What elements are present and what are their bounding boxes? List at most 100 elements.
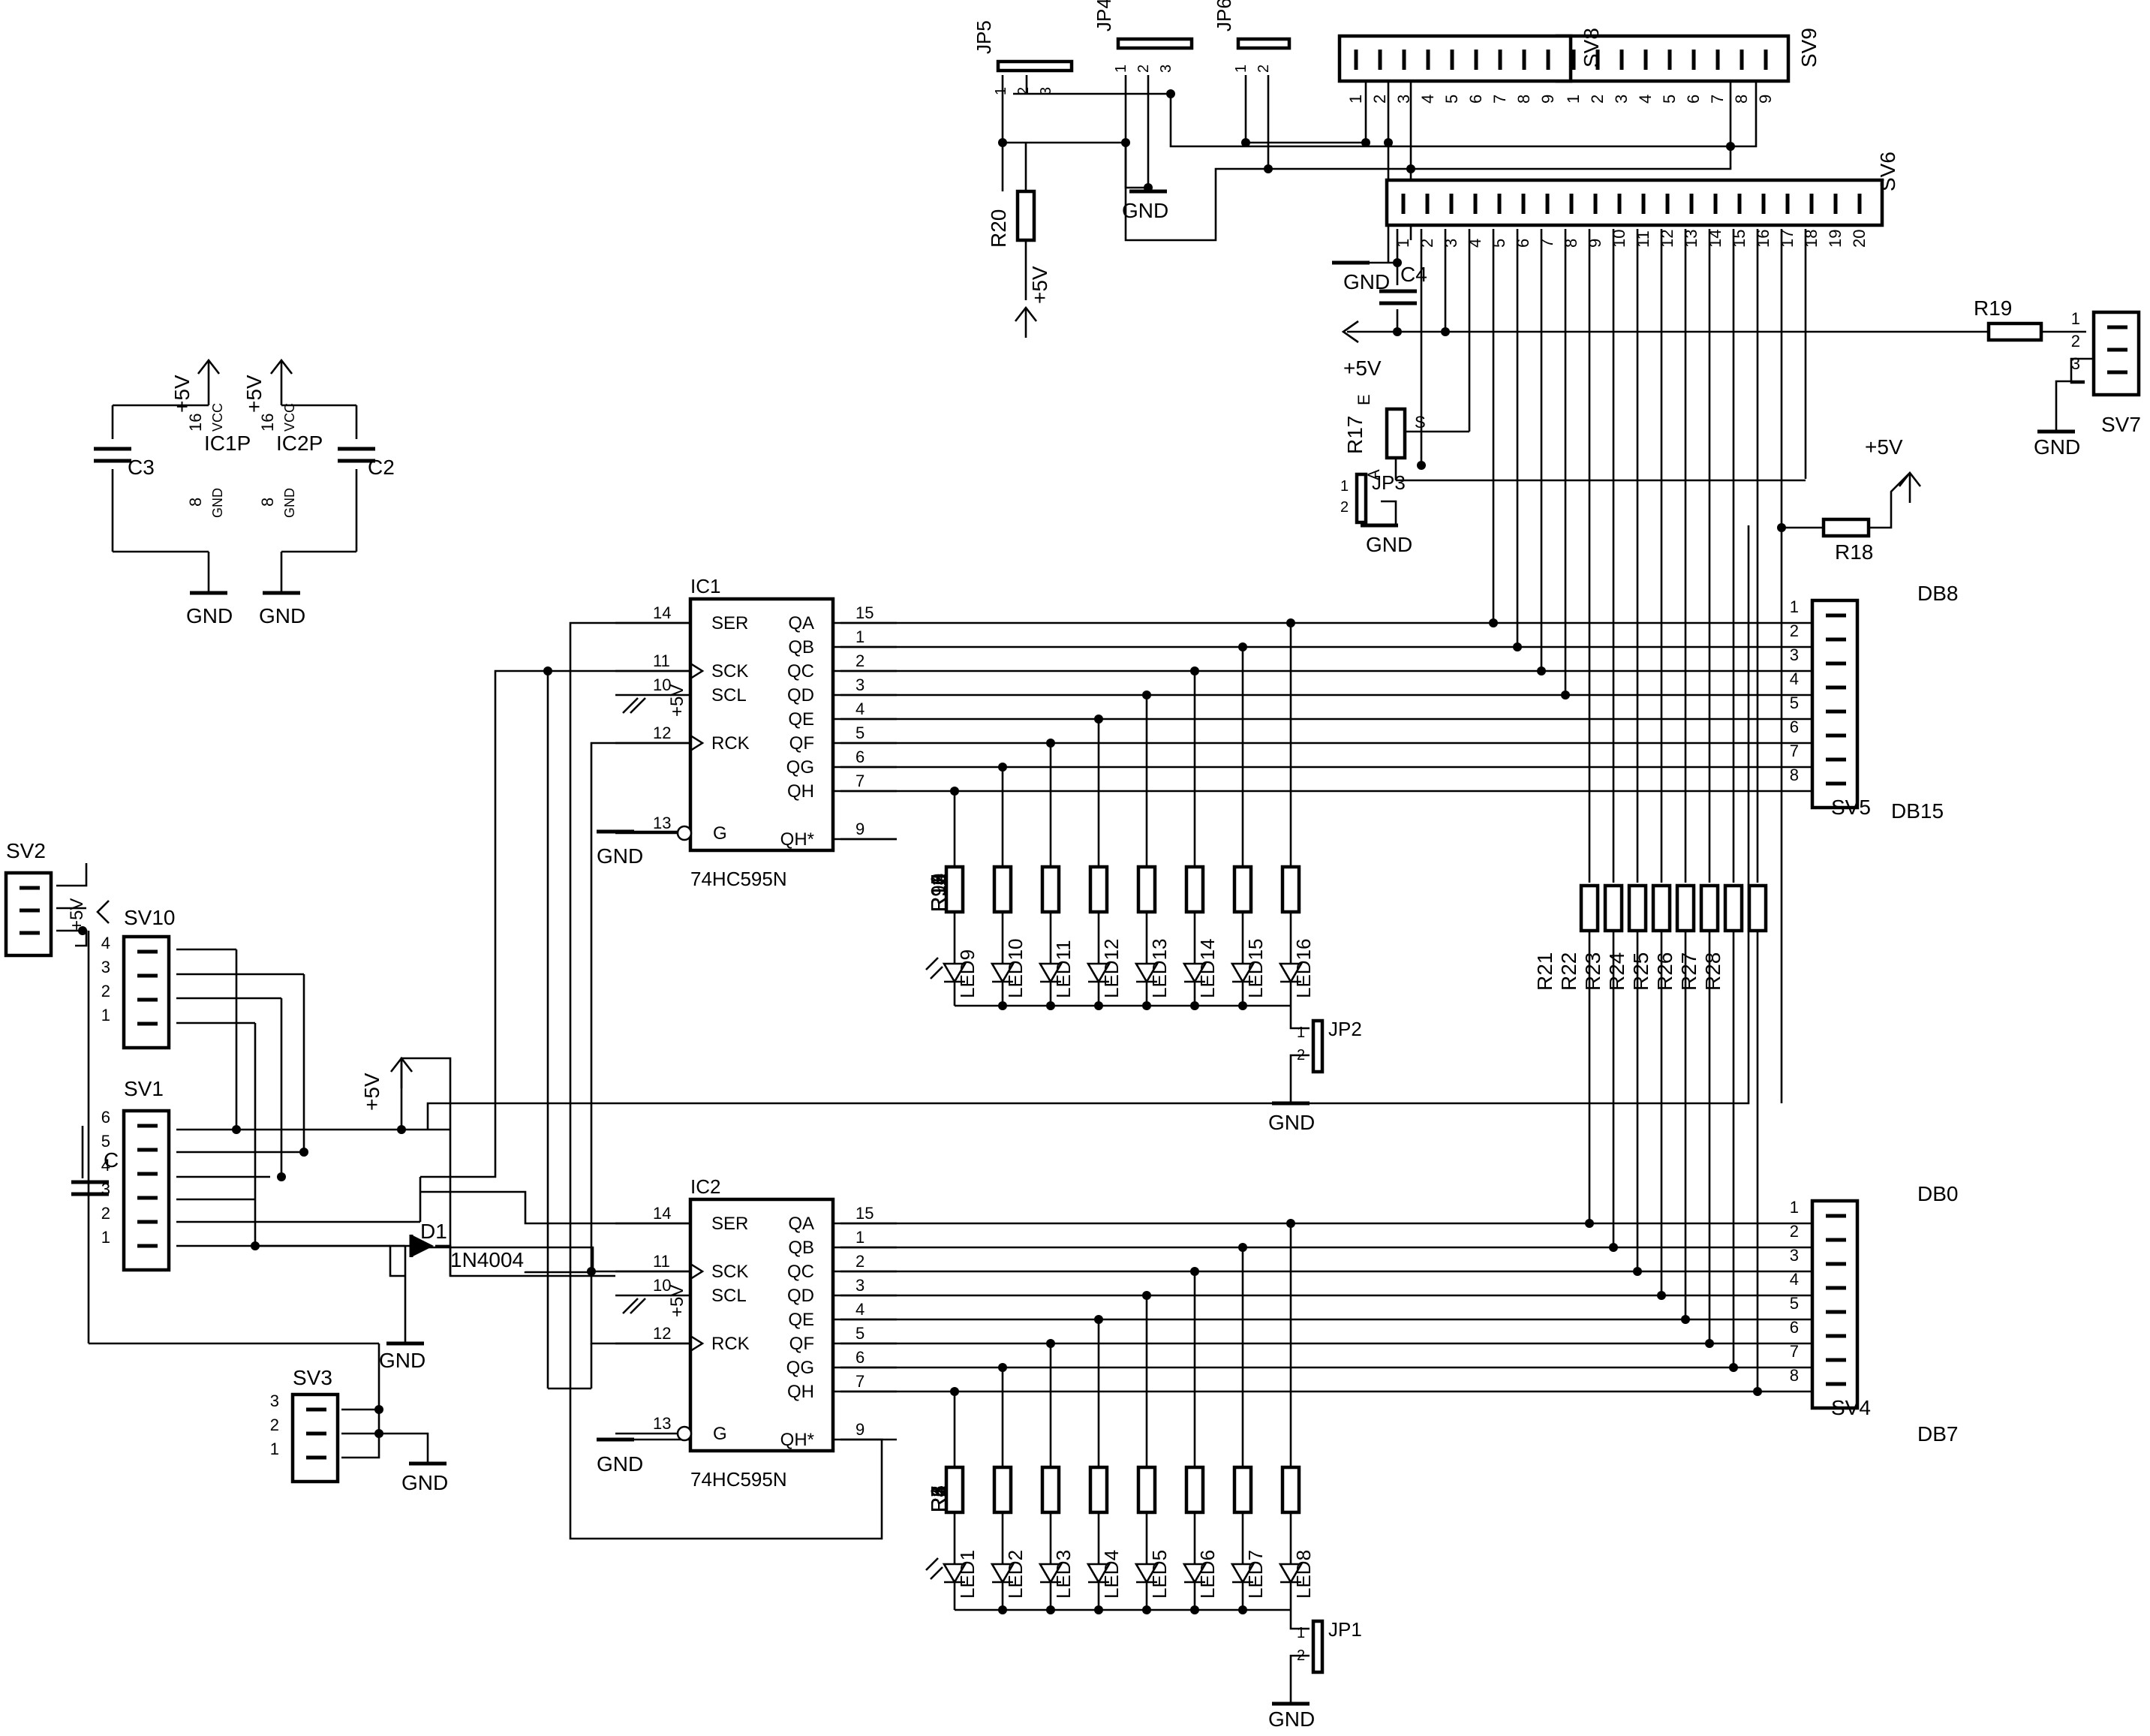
junction-dot	[1094, 1315, 1103, 1324]
c3-label: C3	[128, 456, 155, 479]
vcc-label: +5V	[1028, 266, 1051, 304]
led-triangle	[1134, 1563, 1159, 1584]
arrow	[925, 957, 939, 970]
junction-dot	[374, 1429, 383, 1438]
resistor-body	[1040, 865, 1061, 914]
junction-dot	[1094, 1001, 1103, 1010]
jumper-body	[1116, 37, 1194, 50]
pin-label: QD	[787, 1286, 814, 1306]
sv3-name: SV3	[293, 1366, 332, 1389]
pin-number: 4	[1790, 669, 1799, 688]
led-led1: LED1	[942, 1550, 979, 1599]
junction-dot	[1753, 1387, 1762, 1396]
resistor-label: R1	[927, 1485, 950, 1512]
sv8-name: SV8	[1580, 28, 1603, 68]
ic2p-gnd-label: GND	[282, 488, 297, 518]
pin-number: 2	[1588, 95, 1607, 104]
gnd-label: GND	[1122, 199, 1168, 222]
resistor-r19: R19	[1974, 296, 2043, 342]
led-led3: LED3	[1038, 1550, 1075, 1599]
resistor-label: R19	[1974, 296, 2012, 320]
pin-number: 1	[101, 1006, 110, 1024]
resistor-body	[1821, 517, 1871, 538]
clock-marker	[689, 661, 705, 681]
led-led4: LED4	[1086, 1550, 1123, 1599]
gnd-bar	[622, 697, 639, 714]
arrow	[925, 1557, 939, 1571]
gnd-symbol: GND	[1268, 1701, 1315, 1731]
junction-dot	[374, 1405, 383, 1414]
pin-number: 1	[1346, 95, 1365, 104]
junction-dot	[1417, 461, 1426, 470]
gnd-symbol: GND	[186, 591, 233, 627]
capacitor-c4: C4	[1379, 263, 1427, 305]
junction-dot	[1264, 164, 1273, 173]
ic1p-gnd-label: GND	[210, 488, 225, 518]
resistor-body	[1723, 883, 1744, 933]
pin-number: 3	[101, 958, 110, 976]
junction-dot	[998, 763, 1007, 772]
pin-number: 5	[1790, 693, 1799, 712]
vcc-label: +5V	[67, 898, 87, 931]
pin-label: SCK	[711, 1262, 748, 1282]
inverted-marker	[676, 825, 693, 841]
pin-label: QF	[789, 733, 814, 754]
jumper-body	[1355, 472, 1368, 525]
resistor-r28: R28	[1701, 883, 1768, 991]
ic1p-vcc-label: VCC	[210, 403, 225, 432]
junction-dot	[1384, 138, 1393, 147]
resistor-label: R20	[987, 209, 1010, 248]
clock-marker	[689, 1334, 705, 1353]
led-label: LED15	[1244, 939, 1267, 999]
pin-number: 9	[1756, 95, 1775, 104]
led-led14: LED14	[1182, 939, 1219, 999]
pin-label: G	[713, 1424, 727, 1444]
pin-number: 4	[1790, 1270, 1799, 1289]
pin-number: 3	[1394, 95, 1413, 104]
led-label: LED3	[1052, 1550, 1075, 1599]
resistor-label: R23	[1581, 952, 1604, 991]
pin-number: 13	[653, 814, 671, 832]
clock-marker	[689, 733, 705, 753]
vcc-symbol: +5V	[1014, 266, 1051, 338]
resistor-r5: R5	[927, 1465, 1157, 1515]
pin-number: 2	[101, 982, 110, 1000]
pin-number: 6	[1790, 718, 1799, 736]
pin-number: 9	[855, 820, 865, 838]
pin-number: 3	[1038, 87, 1054, 95]
resistor-body	[1280, 865, 1301, 914]
wires	[56, 75, 2094, 1704]
resistor-label: R4	[927, 1485, 950, 1512]
led-triangle	[1038, 1563, 1063, 1584]
led-label: LED12	[1100, 939, 1123, 999]
pin-number: 6	[1684, 95, 1703, 104]
resistor-label: R2	[927, 1485, 950, 1512]
ic2p-vcc-pin: 16	[258, 414, 277, 432]
pin-number: 20	[1850, 230, 1869, 248]
pin-label: QE	[788, 1310, 814, 1330]
pin-number: 5	[855, 1324, 865, 1343]
resistor-label: R3	[927, 1485, 950, 1512]
capacitor-c2: C2	[338, 447, 395, 479]
pin-number: 10	[1610, 230, 1628, 248]
gnd-label: GND	[1366, 533, 1412, 556]
ic1p-vcc-pin: 16	[186, 414, 205, 432]
gnd-label: GND	[379, 1349, 425, 1372]
gnd-symbol: GND	[1268, 1101, 1315, 1134]
junction-dot	[1046, 1001, 1055, 1010]
resistor-label: R9	[927, 885, 950, 912]
gnd-bar	[630, 697, 646, 714]
header-sv2: 321SV2	[4, 839, 53, 958]
vcc-symbol: +5V	[1865, 435, 1922, 503]
led-led15: LED15	[1230, 939, 1267, 999]
resistor-body	[1232, 1465, 1253, 1515]
jumper-body	[1311, 1018, 1325, 1074]
led-label: LED14	[1196, 939, 1219, 999]
headers: 12345678SV5DB8DB1512345678SV4DB0DB765432…	[4, 0, 2141, 1674]
